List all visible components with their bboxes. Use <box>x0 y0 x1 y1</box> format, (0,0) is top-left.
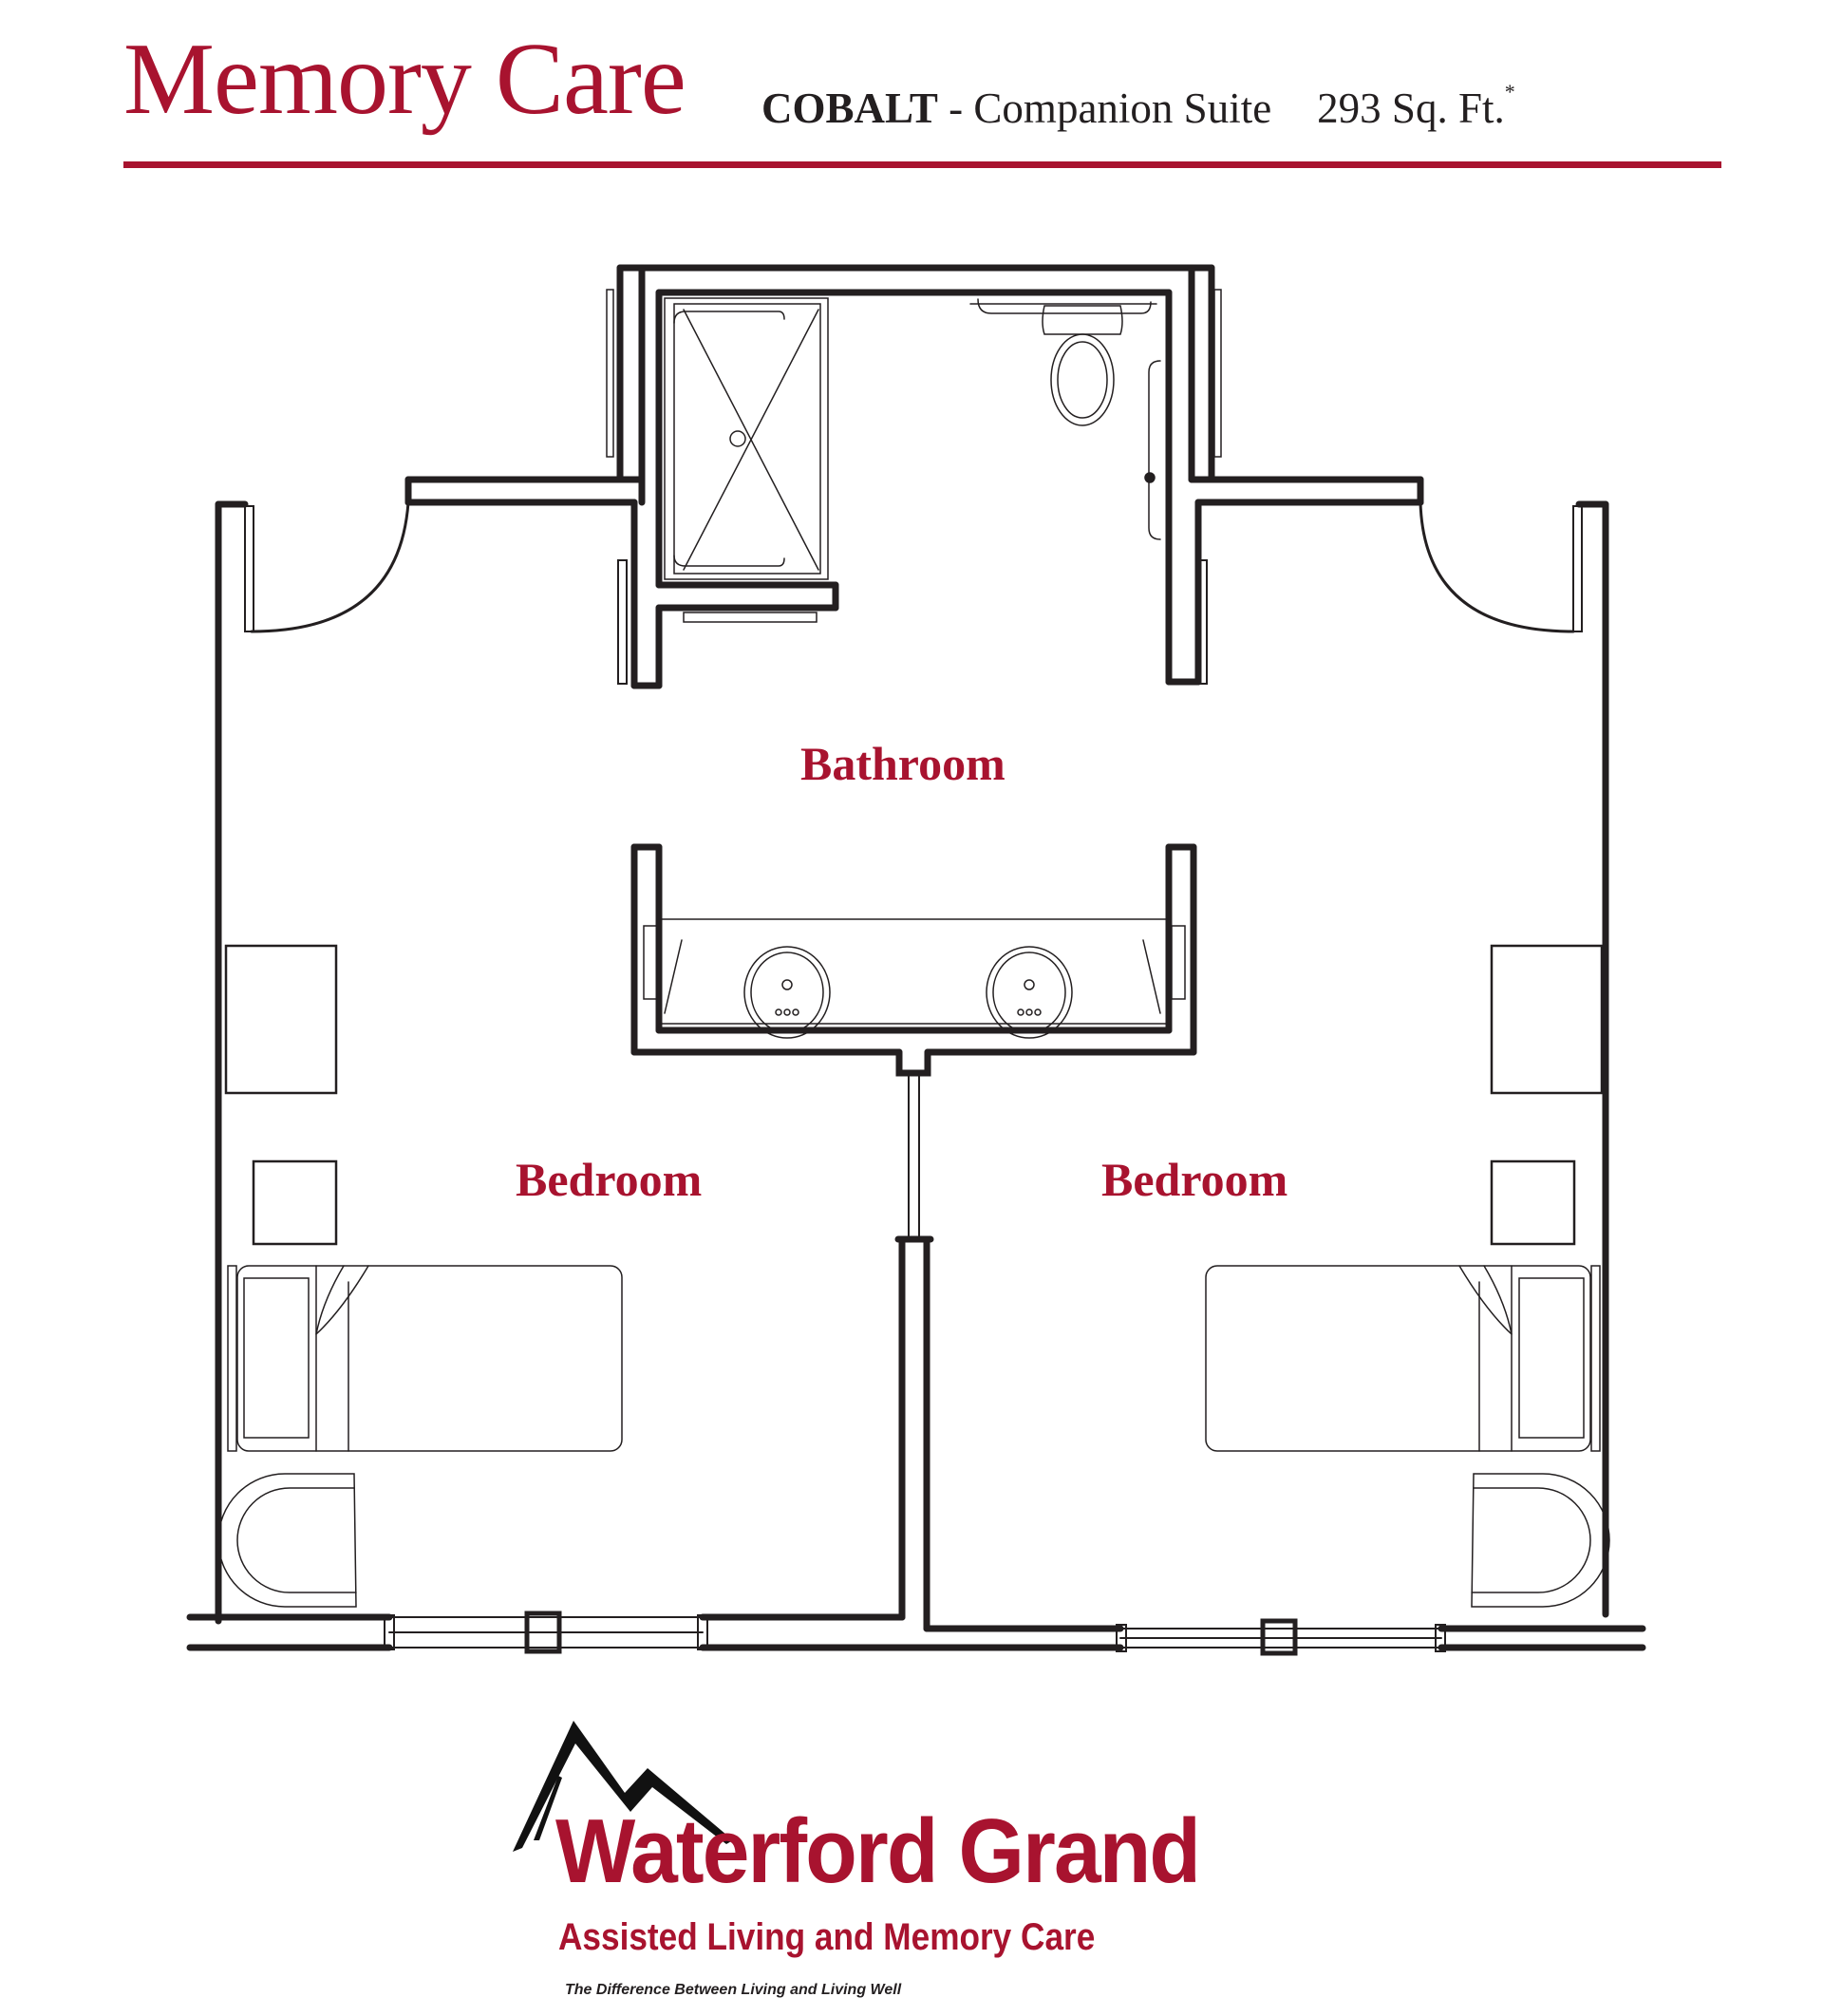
mountain-icon <box>513 1721 733 1852</box>
room-label-bathroom: Bathroom <box>800 737 1005 790</box>
unit-model: COBALT <box>761 85 938 132</box>
unit-subtitle: COBALT - Companion Suite 293 Sq. Ft.* <box>761 80 1515 133</box>
windows <box>384 1072 1446 1656</box>
doors <box>244 289 1583 685</box>
separator: - <box>937 85 974 132</box>
logo-name: Waterford Grand <box>555 1800 1201 1902</box>
header-divider <box>123 161 1721 168</box>
page-title: Memory Care <box>123 23 686 136</box>
suite-type: Companion Suite <box>973 85 1272 132</box>
fixtures <box>643 297 1186 1039</box>
furniture-left <box>217 944 623 1608</box>
logo-subtitle: Assisted Living and Memory Care <box>558 1916 1096 1958</box>
unit-area: 293 Sq. Ft. <box>1317 85 1505 132</box>
room-label-bedroom-right: Bedroom <box>1101 1153 1288 1206</box>
sink-right <box>986 946 1073 1039</box>
sink-left <box>743 946 831 1039</box>
room-label-bedroom-left: Bedroom <box>516 1153 703 1206</box>
walls <box>186 264 1646 1651</box>
logo-tagline: The Difference Between Living and Living… <box>565 1982 902 1998</box>
furniture-right <box>1205 944 1610 1608</box>
area-footnote-mark: * <box>1504 80 1515 104</box>
